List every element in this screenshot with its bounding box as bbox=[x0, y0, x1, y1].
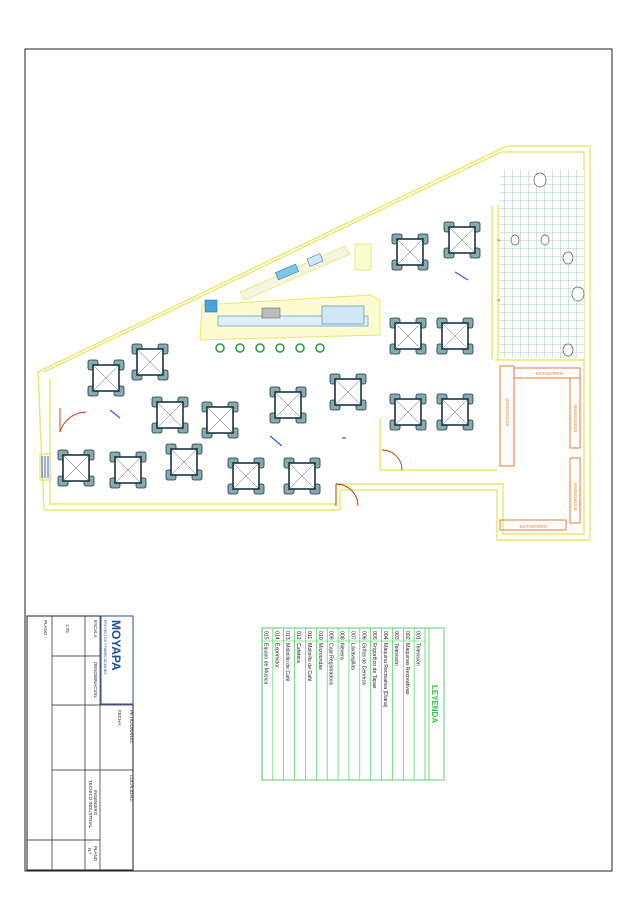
fecha-label: FECHA: bbox=[117, 710, 122, 727]
legend-label: Cafetera bbox=[295, 643, 301, 663]
estanteria-label-right-2: ESTANTERÍA bbox=[572, 482, 578, 510]
table-set bbox=[227, 457, 265, 495]
legend-label: Grifos de Cerveza bbox=[360, 643, 366, 685]
table-set bbox=[201, 401, 239, 439]
legend-code: 012 bbox=[295, 631, 301, 640]
denominacion-label: DENOMINACION : bbox=[93, 662, 98, 700]
legend-label: Molinillo de Café bbox=[284, 643, 290, 681]
legend-label: Caja Registradora bbox=[328, 643, 334, 685]
plano-number-label: PLANO bbox=[93, 846, 98, 862]
bar-stool bbox=[235, 343, 245, 353]
logo-subtitle: PROYECTOS Y FABRICACIONES bbox=[103, 620, 107, 675]
legend-label: Televisión bbox=[393, 643, 399, 666]
legend-label: Frigorífico de Tapas bbox=[371, 643, 377, 689]
legend-code: 004 bbox=[382, 631, 388, 640]
plano-number-value: N.º bbox=[87, 848, 92, 855]
estanteria-label-top: ESTANTERÍA bbox=[536, 370, 564, 376]
bar-stool bbox=[255, 343, 265, 353]
bar-stool bbox=[215, 343, 225, 353]
table-set bbox=[329, 373, 367, 411]
table-set bbox=[151, 396, 189, 434]
dining-tables bbox=[57, 221, 481, 495]
plano-label: PLANO : bbox=[43, 620, 48, 638]
legend-code: 013 bbox=[284, 631, 290, 640]
legend-label: Máquina Recreativa (Diana) bbox=[382, 643, 388, 708]
legend-code: 007 bbox=[349, 631, 355, 640]
table-set bbox=[389, 393, 427, 431]
bar-stool bbox=[315, 343, 325, 353]
tv-units bbox=[109, 271, 469, 447]
escala-label: ESCALA bbox=[93, 620, 98, 638]
table-set bbox=[443, 221, 481, 259]
logo-text: MOYAPA bbox=[109, 620, 123, 671]
legend-code: 002 bbox=[404, 631, 410, 640]
legend-label: Equipo de Música bbox=[263, 643, 269, 684]
legend-label: Microondas bbox=[317, 643, 323, 670]
bar-counter bbox=[199, 294, 381, 341]
legend-code: 009 bbox=[328, 631, 334, 640]
table-set bbox=[269, 386, 307, 424]
restroom-tiles bbox=[500, 170, 584, 358]
bar-stool bbox=[295, 343, 305, 353]
ingeniero-value: TECNICO INDUSTRIAL bbox=[88, 780, 93, 829]
table-set bbox=[87, 359, 125, 397]
legend-label: Nevera bbox=[339, 643, 345, 660]
legend-code: 010 bbox=[317, 631, 323, 640]
legend-code: 003 bbox=[393, 631, 399, 640]
table-set bbox=[57, 449, 95, 487]
legend-code: 006 bbox=[360, 631, 366, 640]
table-set bbox=[131, 343, 169, 381]
estanteria-labels: ESTANTERÍA ESTANTERÍA ESTANTERÍA ESTANTE… bbox=[504, 370, 578, 529]
legend-label: Exprimidor bbox=[273, 643, 279, 668]
table-set bbox=[436, 393, 474, 431]
table-set bbox=[283, 457, 321, 495]
legend-code: 001 bbox=[415, 631, 421, 640]
restroom-fixtures bbox=[510, 172, 585, 357]
legend-label: Lavavajillas bbox=[349, 643, 355, 670]
legend-code: 014 bbox=[273, 631, 279, 640]
title-block: MOYAPA PROYECTOS Y FABRICACIONES ESCALA … bbox=[26, 615, 134, 871]
legend-label: Molinillo de Café bbox=[306, 643, 312, 681]
table-set bbox=[165, 443, 203, 481]
legend-code: 011 bbox=[306, 631, 312, 639]
ingeniero-label: INGENIERO bbox=[93, 790, 98, 816]
legend-title: LEYENDA bbox=[430, 685, 439, 723]
back-bar-shelf bbox=[239, 243, 372, 301]
peticionario-label: PETICIONARIO: bbox=[129, 710, 134, 744]
escala-value: 1:75 bbox=[65, 624, 70, 633]
legend-code: 008 bbox=[339, 631, 345, 640]
sheet-border bbox=[24, 48, 613, 872]
entrance-window bbox=[41, 456, 49, 478]
estanteria-label-right-1: ESTANTERÍA bbox=[572, 404, 578, 432]
legend-label: Televisión bbox=[415, 643, 421, 666]
legend-code: 015 bbox=[263, 631, 269, 640]
storage-room bbox=[499, 365, 581, 531]
bar-stools bbox=[215, 343, 325, 353]
localidad-label: LOCALIDAD: bbox=[129, 775, 134, 802]
estanteria-label-left: ESTANTERÍA bbox=[504, 398, 510, 426]
table-set bbox=[436, 317, 474, 355]
legend-code: 005 bbox=[371, 631, 377, 640]
legend-label: Máquinas Recreativas bbox=[404, 643, 410, 695]
table-set bbox=[109, 451, 147, 489]
bar-stool bbox=[275, 343, 285, 353]
estanteria-label-bottom: ESTANTERÍA bbox=[520, 523, 548, 529]
table-set bbox=[391, 233, 429, 271]
table-set bbox=[389, 317, 427, 355]
